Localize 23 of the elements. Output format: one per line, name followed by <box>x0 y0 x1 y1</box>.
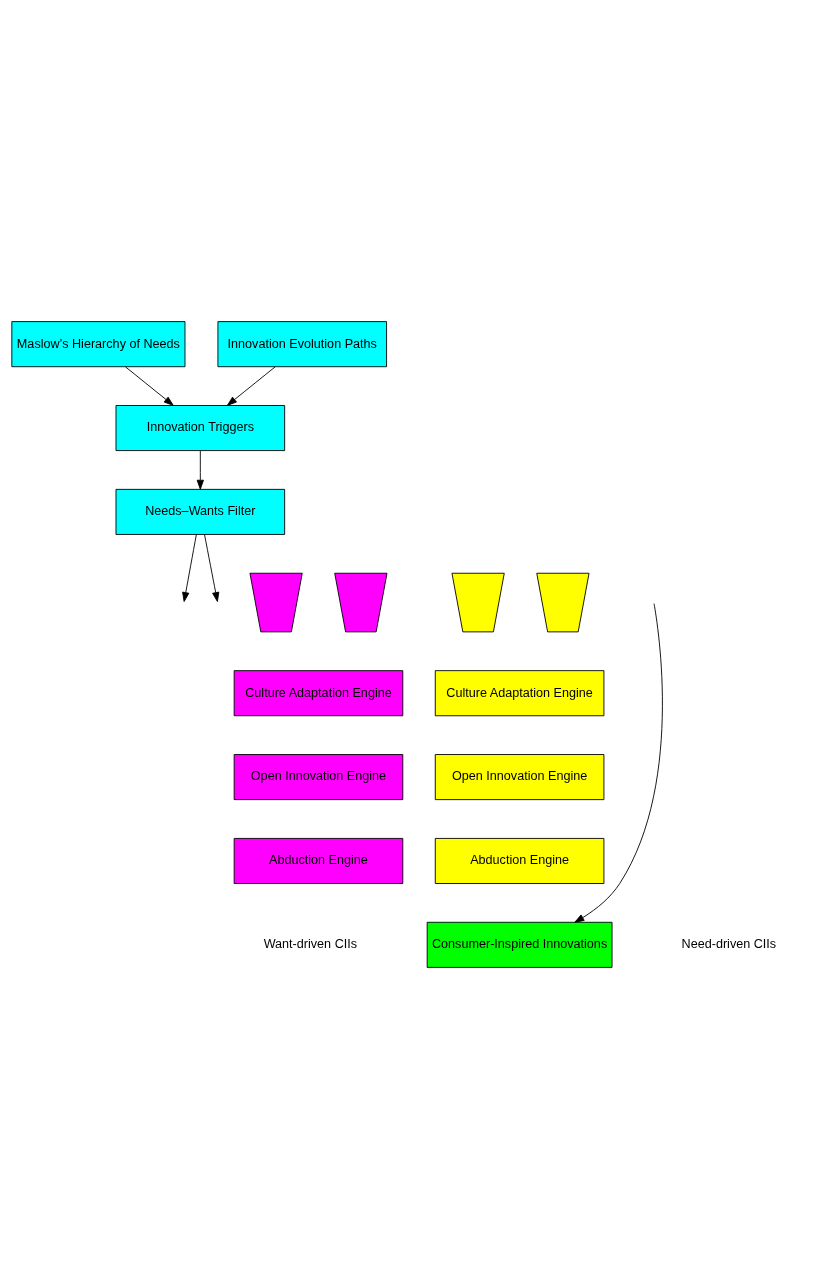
node-box: Maslow’s Hierarchy of Needs <box>11 320 186 367</box>
node-trapezoid <box>249 572 303 632</box>
arrow <box>204 533 220 602</box>
node-box: Culture Adaptation Engine <box>233 669 404 716</box>
label: Want-driven CIIs <box>263 936 358 951</box>
node-box: Abduction Engine <box>434 837 605 884</box>
arrow <box>182 533 197 602</box>
node-box: Abduction Engine <box>233 837 404 884</box>
node-box: Open Innovation Engine <box>233 753 404 800</box>
label: Need-driven CIIs <box>681 936 777 951</box>
node-box: Innovation Triggers <box>115 404 286 451</box>
arrow <box>125 365 174 406</box>
node-box: Innovation Evolution Paths <box>217 320 387 367</box>
node-box: Culture Adaptation Engine <box>434 669 605 716</box>
node-box: Consumer-Inspired Innovations <box>426 921 613 968</box>
node-trapezoid <box>334 572 388 632</box>
arrow <box>196 450 204 490</box>
node-trapezoid <box>451 572 505 632</box>
node-box: Needs–Wants Filter <box>115 488 286 535</box>
arrow <box>574 602 663 923</box>
arrow <box>227 365 276 406</box>
node-trapezoid <box>536 572 590 632</box>
node-box: Open Innovation Engine <box>434 753 605 800</box>
